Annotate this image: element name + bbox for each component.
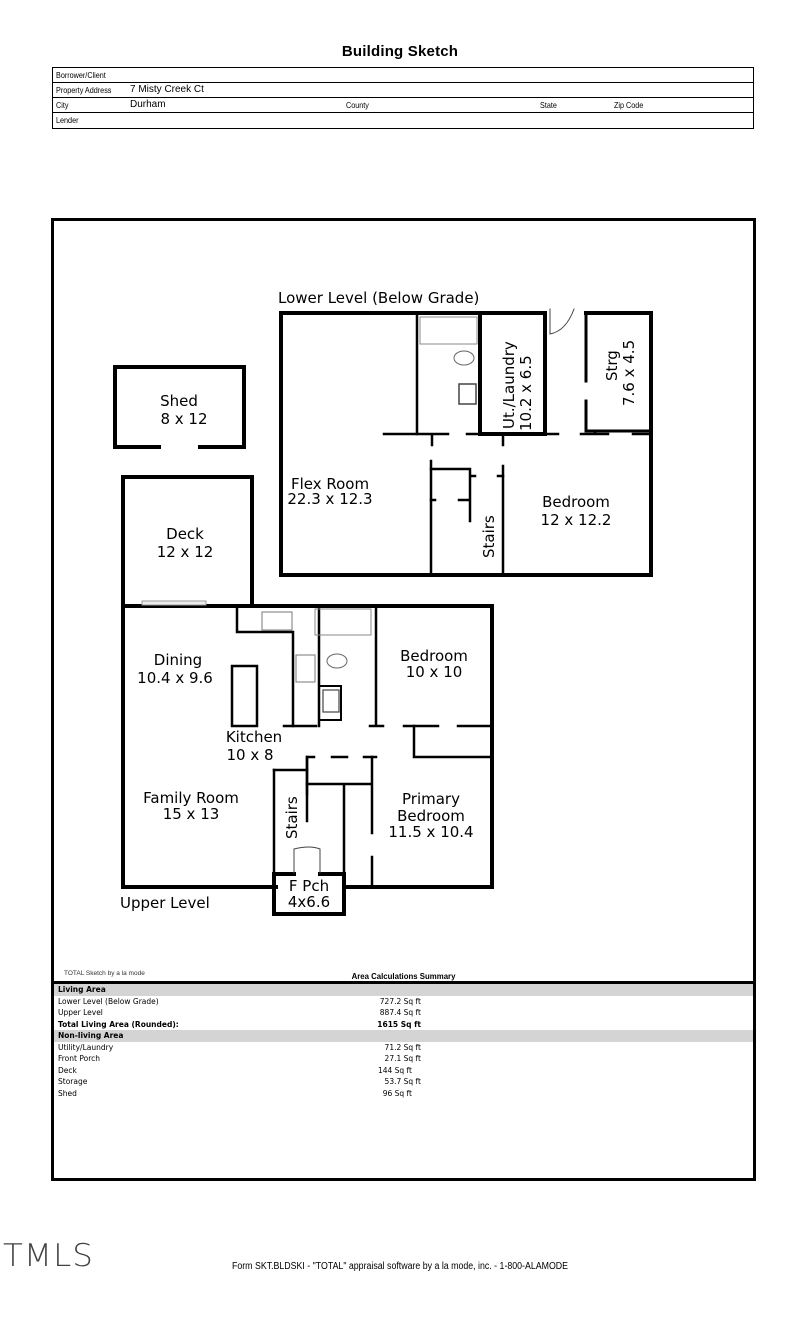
state-label: State [540,100,557,110]
table-row: Storage 53.7 Sq ft [54,1076,753,1088]
porch-name: F Pch [289,877,329,895]
upper-level-title: Upper Level [120,894,210,912]
flex-dims: 22.3 x 12.3 [287,490,372,508]
row-value: 53.7 Sq ft [384,1077,421,1086]
row-value: 96 Sq ft [382,1088,412,1098]
porch-dims: 4x6.6 [288,893,330,911]
lower-bedroom-name: Bedroom [542,493,610,511]
primary-name-2: Bedroom [397,807,465,825]
primary-dims: 11.5 x 10.4 [388,823,473,841]
property-header-table: Borrower/Client Property Address 7 Misty… [52,67,754,129]
total-value: 1615 Sq ft [377,1019,421,1029]
lower-level-title: Lower Level (Below Grade) [278,289,479,307]
kitchen-dims: 10 x 8 [226,746,273,764]
tmls-logo: TMLS [3,1238,94,1274]
flex-name: Flex Room [291,475,369,493]
borrower-row: Borrower/Client [53,68,753,83]
upper-bedroom-name: Bedroom [400,647,468,665]
table-row: Deck 144 Sq ft [54,1065,753,1077]
deck-dims: 12 x 12 [157,543,214,561]
address-value: 7 Misty Creek Ct [130,84,204,95]
table-row: Lower Level (Below Grade) 727.2 Sq ft [54,996,753,1008]
deck-name: Deck [166,525,204,543]
family-dims: 15 x 13 [163,805,220,823]
table-row: Upper Level 887.4 Sq ft [54,1007,753,1019]
row-label: Deck [58,1065,77,1075]
living-area-label: Living Area [58,985,106,994]
floor-plan: Lower Level (Below Grade) Shed 8 x 12 De… [113,289,653,916]
lender-label: Lender [56,115,79,125]
living-area-header: Living Area [54,984,753,996]
total-row: Total Living Area (Rounded): 1615 Sq ft [54,1019,753,1031]
page-title: Building Sketch [341,43,459,60]
upper-stairs-label: Stairs [283,796,301,839]
laundry-name: Ut./Laundry [500,341,518,429]
table-row: Front Porch 27.1 Sq ft [54,1053,753,1065]
shed-dims: 8 x 12 [160,410,207,428]
nonliving-area-header: Non-living Area [54,1030,753,1042]
row-label: Upper Level [58,1008,103,1017]
area-summary-table: Living Area Lower Level (Below Grade) 72… [54,981,753,1099]
lower-bedroom-dims: 12 x 12.2 [541,511,612,529]
city-row: City Durham County State Zip Code [53,98,753,113]
dining-name: Dining [154,651,202,669]
form-footer: Form SKT.BLDSKI - "TOTAL" appraisal soft… [231,1261,569,1272]
row-value: 27.1 Sq ft [384,1054,421,1063]
zip-label: Zip Code [614,100,644,110]
family-name: Family Room [143,789,239,807]
shed-name: Shed [160,392,198,410]
address-label: Property Address [56,85,112,95]
county-label: County [346,100,369,110]
row-value: 71.2 Sq ft [384,1042,421,1052]
total-label: Total Living Area (Rounded): [58,1019,179,1029]
dining-dims: 10.4 x 9.6 [137,669,213,687]
borrower-label: Borrower/Client [56,70,106,80]
sketch-frame: Lower Level (Below Grade) Shed 8 x 12 De… [51,218,756,1181]
kitchen-name: Kitchen [226,728,282,746]
city-value: Durham [130,99,166,110]
sketch-credit: TOTAL Sketch by a la mode [64,970,145,977]
lower-stairs-label: Stairs [480,515,498,558]
row-label: Storage [58,1077,88,1086]
row-label: Shed [58,1088,77,1098]
laundry-dims: 10.2 x 6.5 [517,355,535,431]
table-row: Shed 96 Sq ft [54,1088,753,1100]
nonliving-area-label: Non-living Area [58,1031,124,1040]
storage-dims: 7.6 x 4.5 [620,340,638,406]
table-row: Utility/Laundry 71.2 Sq ft [54,1042,753,1054]
row-label: Lower Level (Below Grade) [58,996,159,1006]
row-value: 727.2 Sq ft [379,996,421,1006]
upper-bedroom-dims: 10 x 10 [406,663,463,681]
storage-name: Strg [603,350,621,381]
primary-name-1: Primary [402,790,460,808]
row-label: Front Porch [58,1054,100,1063]
row-value: 887.4 Sq ft [379,1008,421,1017]
area-summary-title: Area Calculations Summary [351,971,456,981]
row-value: 144 Sq ft [377,1065,412,1075]
city-label: City [56,100,69,110]
lender-row: Lender [53,113,753,127]
row-label: Utility/Laundry [58,1042,114,1052]
address-row: Property Address 7 Misty Creek Ct [53,83,753,98]
